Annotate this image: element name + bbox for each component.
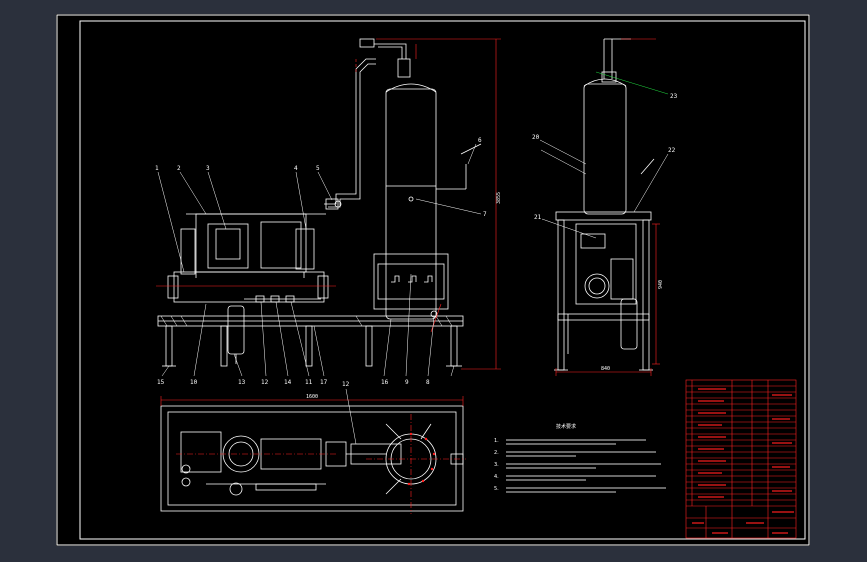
front-view [157,38,482,367]
front-part-label-1: 1 [155,165,159,172]
notes-heading: 技术要求 [556,423,576,430]
plan-part-label-12: 12 [342,381,350,388]
front-part-label-5: 5 [316,165,320,172]
front-bottom-label-10: 8 [426,379,430,386]
side-leaders [539,71,669,239]
plan-flange [407,432,436,486]
column-tower [385,88,437,320]
side-column [583,83,627,215]
note-2: 2. [494,450,499,456]
technical-notes: 技术要求 1. 2. 3. 4. 5. [494,423,666,493]
note-3: 3. [494,462,499,468]
note-5: 5. [494,486,499,492]
front-bottom-label-7: 17 [320,379,328,386]
side-dimensions [555,38,660,376]
front-part-label-7: 7 [483,211,487,218]
front-part-label-6: 6 [478,137,482,144]
side-part-label-21: 21 [534,214,542,221]
side-view [554,38,655,371]
svg-text:840: 840 [601,366,610,372]
front-bottom-label-8: 16 [381,379,389,386]
svg-text:940: 940 [658,280,664,289]
front-dimensions [156,38,501,370]
front-bottom-label-6: 11 [305,379,313,386]
svg-text:3855: 3855 [496,192,502,204]
side-part-label-20: 20 [532,134,540,141]
front-bottom-label-2: 10 [190,379,198,386]
sheet-inner-border [79,20,806,540]
front-part-label-2: 2 [177,165,181,172]
front-bottom-label-3: 13 [238,379,246,386]
title-block [685,379,797,539]
front-bottom-label-5: 14 [284,379,292,386]
svg-text:1600: 1600 [306,394,318,400]
front-part-label-3: 3 [206,165,210,172]
plan-dimensions [160,396,466,514]
plan-view [160,405,464,512]
front-leaders [157,143,482,377]
drawing-sheet: 3855 1 2 3 4 5 6 7 15 10 13 12 14 11 17 … [56,14,810,546]
cad-drawing: 3855 1 2 3 4 5 6 7 15 10 13 12 14 11 17 … [56,14,810,546]
sheet-outer-border [56,14,810,546]
front-bottom-label-4: 12 [261,379,269,386]
side-part-label-23: 23 [670,93,678,100]
front-bottom-label-1: 15 [157,379,165,386]
note-1: 1. [494,438,499,444]
lower-tank [227,305,245,355]
compressor-block [173,271,325,303]
front-part-label-4: 4 [294,165,298,172]
front-bottom-label-9: 9 [405,379,409,386]
title-block-text-marks [692,388,794,534]
note-4: 4. [494,474,499,480]
side-part-label-22: 22 [668,147,676,154]
